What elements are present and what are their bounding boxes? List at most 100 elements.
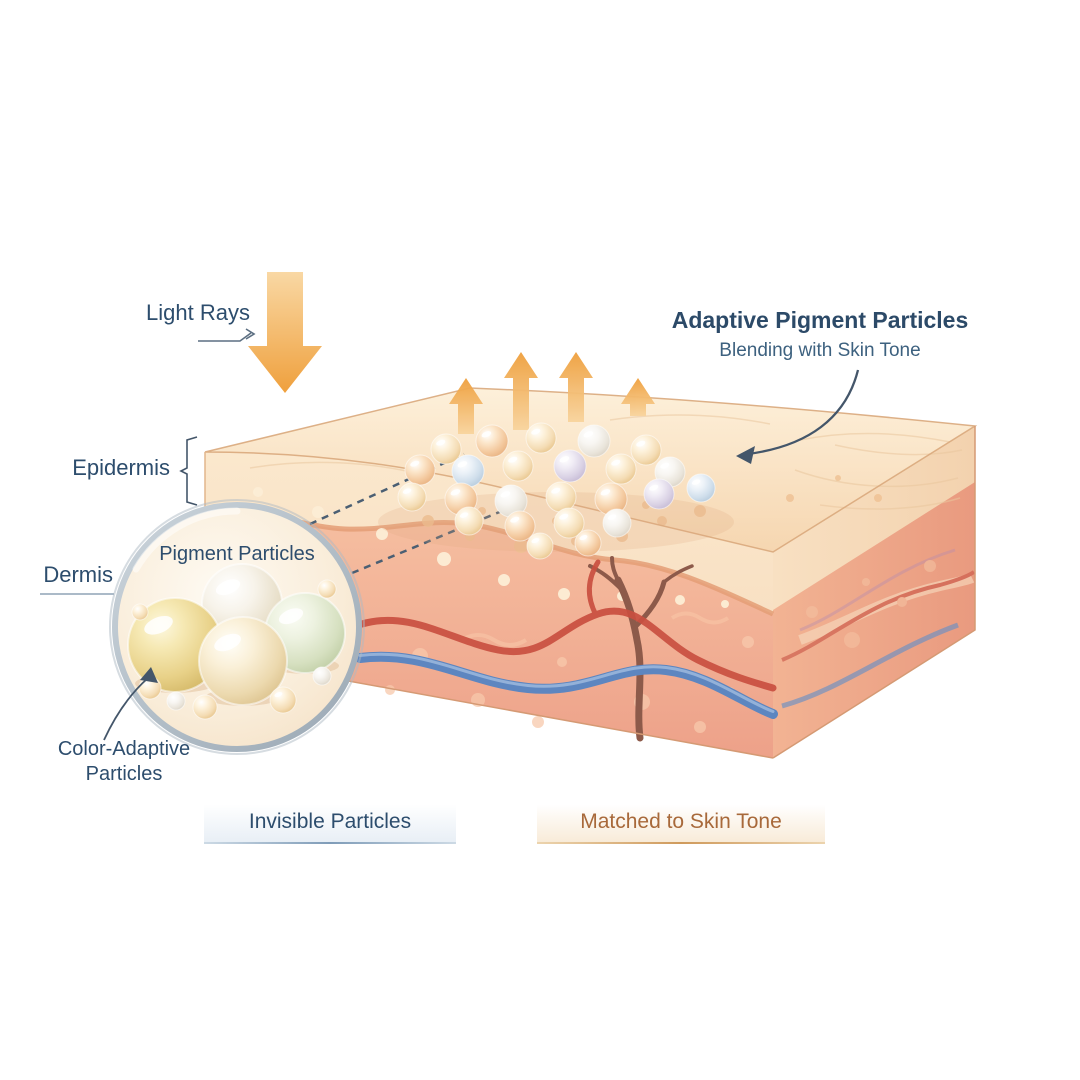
texture-dot: [806, 606, 818, 618]
top-face-freckles: [422, 475, 882, 553]
caption-invisible-text: Invisible Particles: [248, 810, 412, 833]
texture-line: [794, 469, 959, 488]
pigment-particle: [269, 686, 297, 714]
pigment-particle: [131, 603, 149, 621]
pigment-particle: [502, 450, 534, 482]
particle-highlight: [410, 460, 420, 467]
blood-vessel-blue: [355, 651, 778, 719]
pigment-particle: [526, 532, 554, 560]
follicle-branch: [631, 579, 667, 631]
texture-dot: [835, 475, 841, 481]
texture-dot: [422, 515, 434, 527]
pigment-particle: [166, 691, 186, 711]
side-vessel-purple: [799, 548, 956, 632]
epidermis-bracket: [179, 436, 198, 506]
follicle-trunk: [614, 576, 644, 742]
blue-vessel-highlight: [358, 652, 775, 713]
side-face-texture: [781, 548, 976, 709]
particle-highlight: [551, 487, 561, 494]
red-vessel-main: [358, 607, 777, 692]
pigment-particle: [574, 529, 602, 557]
particle-highlight: [636, 440, 646, 447]
color-adaptive-arrow: [103, 677, 149, 741]
epidermis-label: Epidermis: [72, 455, 170, 480]
skin-top-face: [205, 388, 975, 552]
pigment-particle: [404, 454, 436, 486]
light-rays-pointer-line: [198, 332, 252, 342]
particle-highlight: [611, 459, 621, 466]
texture-dot: [924, 560, 936, 572]
pigment-particle: [605, 453, 637, 485]
dermis-label: Dermis: [43, 562, 113, 587]
follicle-branch: [610, 556, 620, 582]
epidermis-side-face: [773, 426, 975, 610]
up-arrow-icon: [621, 378, 655, 416]
up-arrow-icon: [449, 378, 483, 434]
up-arrow-icon: [559, 352, 593, 422]
adaptive-curved-arrowhead: [736, 446, 755, 464]
particle-highlight: [649, 484, 659, 491]
texture-line: [819, 497, 961, 510]
texture-line: [609, 414, 771, 425]
caption-matched-tone: Matched to Skin Tone: [537, 800, 825, 844]
pigment-particle: [577, 424, 611, 458]
dashed-line: [339, 504, 515, 580]
color-adaptive-arrowhead: [140, 667, 158, 683]
texture-dot: [786, 494, 794, 502]
texture-dot: [694, 721, 706, 733]
texture-dot: [532, 716, 544, 728]
texture-line: [834, 444, 963, 456]
pigment-particle: [454, 506, 484, 536]
color-adaptive-pointer: [103, 667, 158, 741]
lens-outer-halo: [109, 499, 365, 755]
caption-invisible-particles: Invisible Particles: [204, 800, 456, 844]
particle-highlight: [457, 461, 468, 468]
texture-dot: [385, 685, 395, 695]
particle-highlight: [510, 516, 520, 523]
particle-highlight: [607, 514, 617, 520]
adaptive-subtitle-label: Blending with Skin Tone: [719, 340, 921, 361]
texture-dot: [694, 505, 706, 517]
pigment-particle: [686, 473, 716, 503]
blood-vessel-red: [358, 559, 777, 692]
color-adaptive-label: Color-Adaptive Particles: [57, 738, 191, 785]
side-face-outline: [772, 426, 976, 759]
texture-dot: [558, 588, 570, 600]
adaptive-title-label: Adaptive Pigment Particles: [671, 307, 969, 333]
squiggle: [670, 611, 730, 625]
texture-line: [799, 432, 951, 443]
texture-dot: [862, 578, 870, 586]
adaptive-curved-arrow: [747, 369, 860, 456]
light-rays-pointer-arrowhead: [245, 328, 256, 340]
caption-underline-blue: [204, 842, 456, 844]
texture-dot: [844, 632, 860, 648]
particle-highlight: [559, 456, 570, 463]
blue-vessel-main: [355, 651, 778, 719]
pigment-particle: [397, 482, 427, 512]
surface-particle-cluster: [397, 422, 716, 560]
caption-matched-text: Matched to Skin Tone: [580, 810, 782, 833]
lens-ring: [112, 502, 362, 752]
texture-dot: [312, 506, 324, 518]
particle-highlight: [215, 579, 241, 596]
texture-dot: [721, 600, 729, 608]
particle-highlight: [660, 462, 670, 469]
texture-dot: [742, 636, 754, 648]
pigment-particle: [317, 579, 337, 599]
particle-highlight: [450, 489, 461, 496]
texture-dot: [897, 597, 907, 607]
texture-dot: [557, 657, 567, 667]
particle-highlight: [508, 456, 518, 463]
pigment-particle: [630, 434, 662, 466]
top-face-outline: [204, 387, 978, 553]
top-face-texture: [249, 414, 963, 510]
particle-highlight: [402, 488, 412, 494]
particle-highlight: [214, 633, 241, 652]
red-vessel-branch: [587, 559, 601, 618]
caption-underline-orange: [537, 842, 825, 844]
texture-dot: [675, 595, 685, 605]
particle-highlight: [559, 513, 569, 520]
particle-highlight: [436, 439, 446, 446]
